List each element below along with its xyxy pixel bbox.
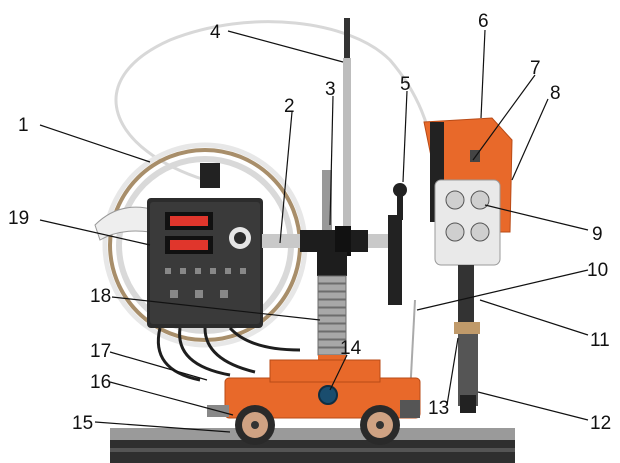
guide-rail — [110, 428, 515, 463]
callout-18: 18 — [90, 286, 111, 307]
callout-11: 11 — [590, 330, 610, 351]
callout-15: 15 — [72, 413, 93, 434]
callout-5: 5 — [400, 74, 411, 95]
horizontal-arm — [262, 183, 407, 305]
callout-16: 16 — [90, 372, 111, 393]
callout-7: 7 — [530, 58, 541, 79]
callout-4: 4 — [210, 22, 221, 43]
callout-13: 13 — [428, 398, 449, 419]
wire-spool — [94, 20, 434, 348]
wire-feeder — [423, 117, 513, 266]
callout-1: 1 — [18, 115, 29, 136]
welding-torch — [409, 265, 480, 413]
callout-9: 9 — [592, 224, 603, 245]
callout-labels: 1 2 3 4 5 6 7 8 9 10 11 12 13 14 15 16 1… — [8, 11, 611, 434]
callout-19: 19 — [8, 208, 29, 229]
callout-8: 8 — [550, 83, 561, 104]
wheels — [235, 405, 400, 445]
cables — [156, 326, 301, 382]
control-box — [147, 198, 263, 328]
wire-guide-mast — [322, 18, 351, 238]
callout-12: 12 — [590, 413, 611, 434]
callout-3: 3 — [325, 79, 336, 100]
callout-10: 10 — [587, 260, 608, 281]
callout-2: 2 — [284, 96, 295, 117]
callout-6: 6 — [478, 11, 489, 32]
leader-lines — [39, 29, 589, 433]
callout-17: 17 — [90, 341, 111, 362]
callout-14: 14 — [340, 338, 362, 359]
